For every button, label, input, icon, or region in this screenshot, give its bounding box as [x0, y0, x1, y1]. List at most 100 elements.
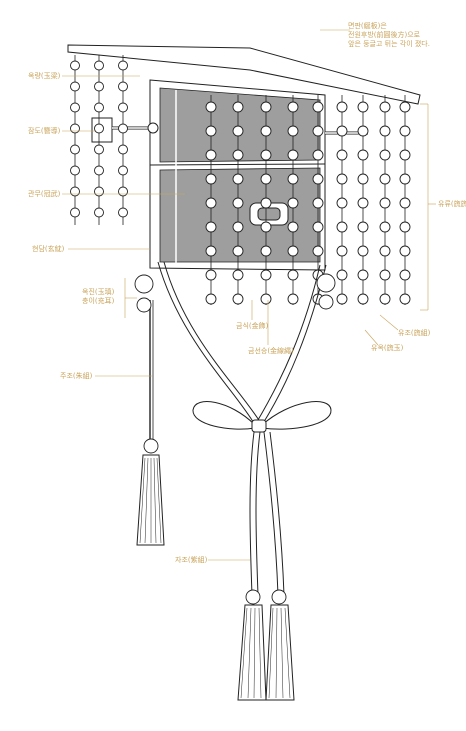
- label-okjin-1: 옥진(玉瑱): [82, 288, 115, 296]
- front-string-2-bead: [232, 245, 244, 257]
- back-string-2-bead: [94, 165, 104, 176]
- back-string-2-bead: [94, 60, 104, 71]
- ear-jade: [134, 273, 336, 313]
- label-geumseonseung: 금선승(金線繩): [248, 347, 294, 355]
- front-string-9-bead: [399, 197, 411, 209]
- front-string-1-bead: [205, 269, 217, 281]
- back-string-1-bead: [70, 144, 80, 155]
- back-string-3-bead: [118, 81, 128, 92]
- front-string-1-bead: [205, 173, 217, 185]
- front-string-5-bead: [312, 101, 324, 113]
- back-string-2-bead: [94, 102, 104, 113]
- front-string-8-bead: [379, 101, 391, 113]
- front-string-9-bead: [399, 221, 411, 233]
- label-okjin-2: 충이(充耳): [82, 297, 115, 305]
- back-string-1-bead: [70, 123, 80, 134]
- label-oksa: 옥량(玉梁): [28, 72, 61, 80]
- label-jamdo: 잠도(簪導): [28, 127, 61, 135]
- front-string-9-bead: [399, 293, 411, 305]
- front-string-8-bead: [379, 197, 391, 209]
- top-board: [67, 44, 421, 105]
- back-string-1-bead: [70, 165, 80, 176]
- front-string-3-bead: [260, 245, 272, 257]
- front-string-4-bead: [287, 293, 299, 305]
- front-string-4-bead: [287, 197, 299, 209]
- front-string-2-bead: [232, 101, 244, 113]
- front-string-2-bead: [232, 221, 244, 233]
- front-string-7-bead: [357, 149, 369, 161]
- front-string-9-bead: [399, 149, 411, 161]
- back-string-3-bead: [118, 60, 128, 71]
- front-string-8-bead: [379, 293, 391, 305]
- back-string-1-bead: [70, 207, 80, 218]
- front-string-8-bead: [379, 173, 391, 185]
- front-string-1-bead: [205, 245, 217, 257]
- front-string-4-bead: [287, 245, 299, 257]
- label-juro: 주조(朱組): [60, 372, 93, 380]
- back-string-2-bead: [94, 186, 104, 197]
- front-string-1-bead: [205, 197, 217, 209]
- tassels: [136, 438, 295, 701]
- front-string-5-bead: [312, 245, 324, 257]
- front-string-7-bead: [357, 173, 369, 185]
- front-string-5-bead: [312, 173, 324, 185]
- front-string-6-bead: [336, 149, 348, 161]
- front-string-3-bead: [260, 197, 272, 209]
- front-string-8-bead: [379, 125, 391, 137]
- label-jajo: 자조(紫組): [175, 556, 208, 564]
- front-string-6-bead: [336, 173, 348, 185]
- label-top-note-1: 면판(綖板)은: [348, 22, 387, 30]
- front-string-8-bead: [379, 149, 391, 161]
- front-string-7-bead: [357, 197, 369, 209]
- back-bead-strings: [70, 55, 128, 225]
- front-string-5-bead: [312, 125, 324, 137]
- front-string-8-bead: [379, 269, 391, 281]
- front-string-6-bead: [336, 269, 348, 281]
- back-string-1-bead: [70, 186, 80, 197]
- front-string-4-bead: [287, 101, 299, 113]
- front-string-3-bead: [260, 173, 272, 185]
- front-string-5-bead: [312, 197, 324, 209]
- front-string-3-bead: [260, 125, 272, 137]
- front-string-7-bead: [357, 221, 369, 233]
- label-top-note-3: 앞은 둥글고 뒤는 각이 졌다.: [348, 40, 430, 48]
- label-geumsik: 금식(金飾): [236, 322, 269, 330]
- front-string-6-bead: [336, 125, 348, 137]
- front-string-1-bead: [205, 221, 217, 233]
- front-string-7-bead: [357, 293, 369, 305]
- back-string-2-bead: [94, 207, 104, 218]
- back-string-3-bead: [118, 144, 128, 155]
- front-string-7-bead: [357, 269, 369, 281]
- label-yujosu: 유조(旒組): [398, 329, 431, 337]
- front-string-1-bead: [205, 125, 217, 137]
- front-string-2-bead: [232, 197, 244, 209]
- back-string-1-bead: [70, 81, 80, 92]
- back-string-1-bead: [70, 60, 80, 71]
- back-string-3-bead: [118, 123, 128, 134]
- front-string-2-bead: [232, 293, 244, 305]
- front-string-9-bead: [399, 101, 411, 113]
- label-hyeondam: 현담(玄紞): [32, 245, 65, 253]
- front-string-1-bead: [205, 293, 217, 305]
- front-string-3-bead: [260, 101, 272, 113]
- front-string-4-bead: [287, 269, 299, 281]
- label-yuok: 유옥(旒玉): [371, 344, 404, 352]
- front-string-9-bead: [399, 245, 411, 257]
- front-string-6-bead: [336, 221, 348, 233]
- front-string-5-bead: [312, 149, 324, 161]
- front-string-5-bead: [312, 221, 324, 233]
- front-string-7-bead: [357, 101, 369, 113]
- back-string-2-bead: [94, 123, 104, 134]
- front-string-8-bead: [379, 221, 391, 233]
- front-string-7-bead: [357, 125, 369, 137]
- front-string-2-bead: [232, 269, 244, 281]
- back-string-2-bead: [94, 81, 104, 92]
- front-string-3-bead: [260, 149, 272, 161]
- front-string-7-bead: [357, 245, 369, 257]
- back-string-2-bead: [94, 144, 104, 155]
- back-string-3-bead: [118, 165, 128, 176]
- front-string-2-bead: [232, 173, 244, 185]
- front-string-6-bead: [336, 197, 348, 209]
- back-string-3-bead: [118, 207, 128, 218]
